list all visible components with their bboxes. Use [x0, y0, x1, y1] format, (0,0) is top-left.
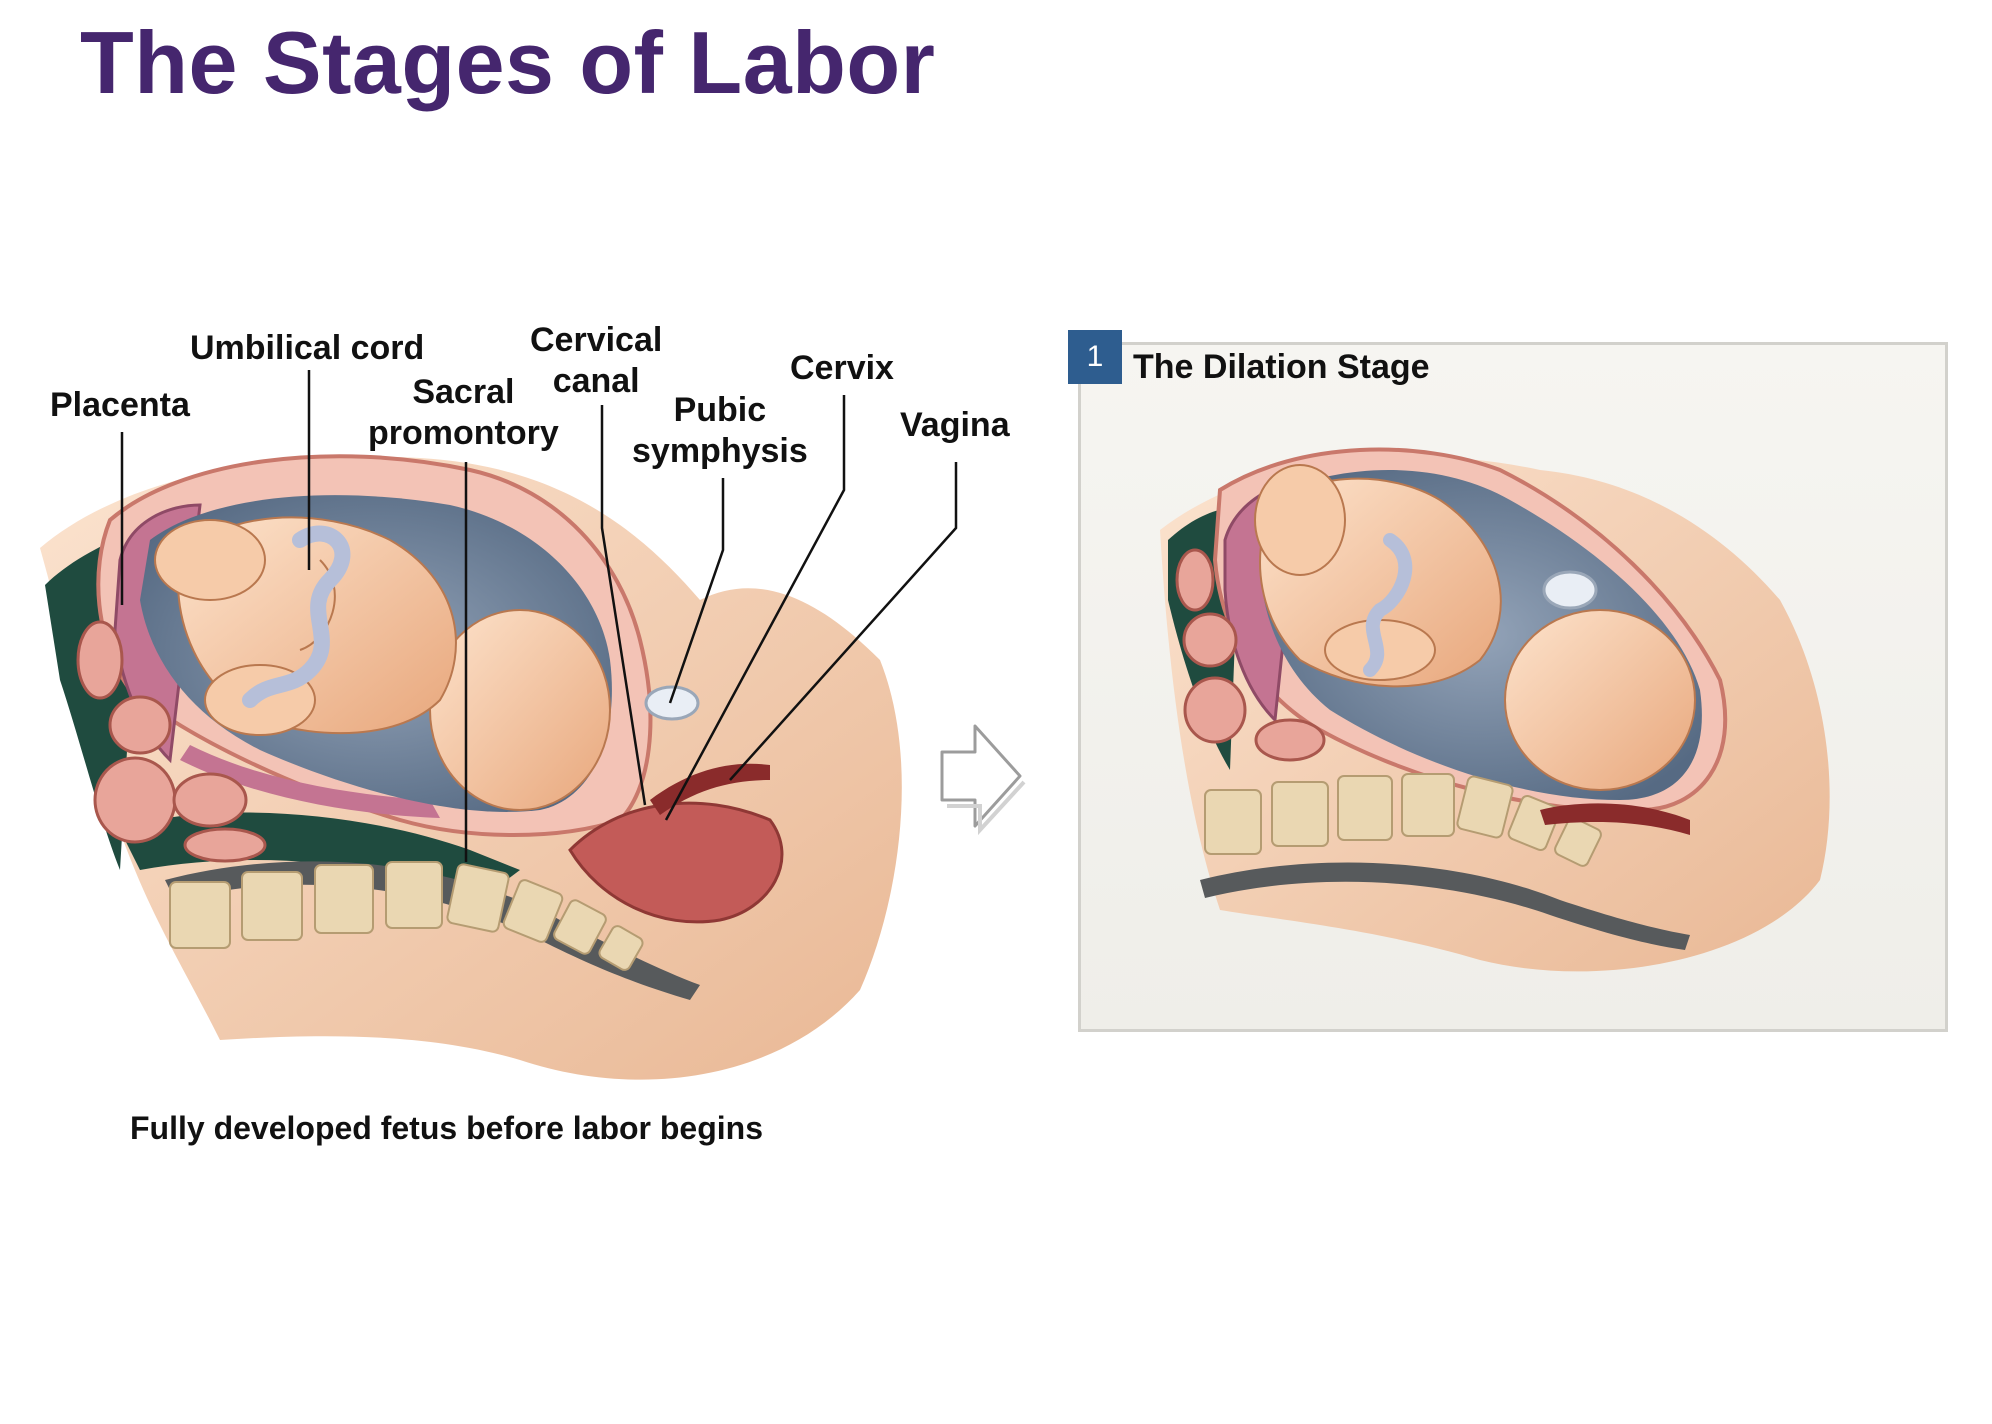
label-pubic-symphysis: Pubic symphysis — [632, 390, 808, 473]
figure-caption: Fully developed fetus before labor begin… — [130, 1110, 763, 1146]
vagina — [650, 763, 770, 815]
label-cervical-line1: Cervical — [530, 321, 663, 359]
umbilical-cord — [242, 525, 351, 708]
rectum — [568, 801, 784, 924]
leader-pubic-symphysis — [668, 478, 725, 704]
dilation-illustration — [1160, 447, 1830, 972]
step-number-badge: 1 — [1068, 330, 1122, 384]
step-title: The Dilation Stage — [1133, 348, 1430, 386]
leader-cervix — [664, 395, 846, 821]
page-title: The Stages of Labor — [80, 13, 936, 112]
pubic-symphysis — [644, 685, 700, 721]
label-sacral-promontory: Sacral promontory — [368, 372, 559, 455]
leader-cervical-canal — [600, 405, 647, 806]
leader-vagina — [729, 462, 958, 781]
fetus — [154, 516, 611, 811]
label-cervix: Cervix — [790, 349, 894, 387]
spine — [165, 861, 700, 1000]
pre-labor-illustration — [40, 454, 902, 1080]
label-pubic-line1: Pubic — [673, 391, 767, 429]
label-umbilical-cord: Umbilical cord — [190, 329, 425, 367]
label-sacral-line1: Sacral — [412, 373, 515, 411]
label-placenta: Placenta — [50, 386, 190, 424]
label-vagina: Vagina — [900, 406, 1010, 444]
label-pubic-line2: symphysis — [632, 432, 808, 471]
label-cervical-line2: canal — [552, 362, 640, 401]
label-cervical-canal: Cervical canal — [530, 320, 662, 403]
right-arrow-icon — [940, 724, 1026, 836]
leader-lines — [120, 370, 958, 862]
label-sacral-line2: promontory — [368, 414, 559, 453]
